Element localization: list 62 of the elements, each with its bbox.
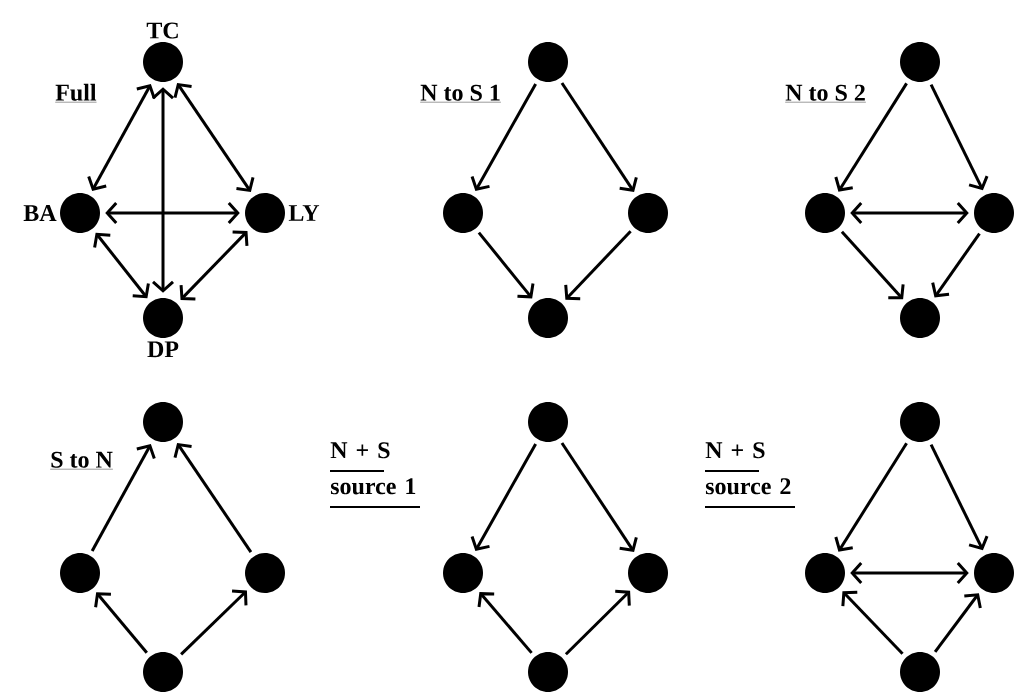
dot <box>60 193 100 233</box>
arrow <box>564 589 631 656</box>
arrow <box>929 83 989 191</box>
dot <box>900 42 940 82</box>
arrow <box>94 592 148 654</box>
double-arrow <box>173 82 255 193</box>
dot <box>628 193 668 233</box>
dot <box>974 553 1014 593</box>
arrow <box>560 442 638 552</box>
dot <box>60 553 100 593</box>
dot <box>528 652 568 692</box>
node-label: DP <box>147 341 179 358</box>
arrow <box>933 593 982 653</box>
double-arrow <box>179 230 249 301</box>
arrow <box>840 230 905 300</box>
dot <box>443 553 483 593</box>
dot <box>528 298 568 338</box>
arrow <box>929 443 989 551</box>
dot <box>245 553 285 593</box>
arrow <box>173 442 253 553</box>
dot <box>143 402 183 442</box>
double-arrow <box>105 202 240 224</box>
panel-title: S to N <box>50 451 114 470</box>
dot <box>805 553 845 593</box>
double-arrow <box>152 87 174 293</box>
dot <box>143 42 183 82</box>
dot <box>143 298 183 338</box>
dot <box>974 193 1014 233</box>
panel-title: Full <box>55 83 97 103</box>
dot <box>900 402 940 442</box>
panel-title: N to S 1 <box>420 84 502 103</box>
panel-title: N + S source 1 <box>329 442 421 508</box>
double-arrow <box>93 232 150 299</box>
dot <box>900 298 940 338</box>
double-arrow <box>87 84 156 191</box>
dot <box>528 402 568 442</box>
arrow <box>470 83 537 192</box>
dot <box>245 193 285 233</box>
node-label: TC <box>146 22 178 39</box>
arrow <box>180 589 248 656</box>
dot <box>805 193 845 233</box>
arrow <box>834 442 908 552</box>
dot <box>443 193 483 233</box>
panel-title: N to S 2 <box>785 84 867 103</box>
arrow <box>841 590 904 655</box>
arrow <box>90 444 156 552</box>
arrow <box>477 231 535 299</box>
arrow <box>470 443 537 552</box>
arrow <box>931 232 981 298</box>
arrow <box>477 592 533 654</box>
dot <box>628 553 668 593</box>
node-label: BA <box>23 205 57 221</box>
dot <box>143 652 183 692</box>
double-arrow <box>850 562 969 584</box>
arrow <box>560 82 638 192</box>
arrow <box>564 230 632 301</box>
arrow <box>834 82 908 192</box>
node-label: LY <box>288 205 320 221</box>
panel-title: N + S source 2 <box>704 442 796 508</box>
dot <box>528 42 568 82</box>
dot <box>900 652 940 692</box>
double-arrow <box>850 202 969 224</box>
